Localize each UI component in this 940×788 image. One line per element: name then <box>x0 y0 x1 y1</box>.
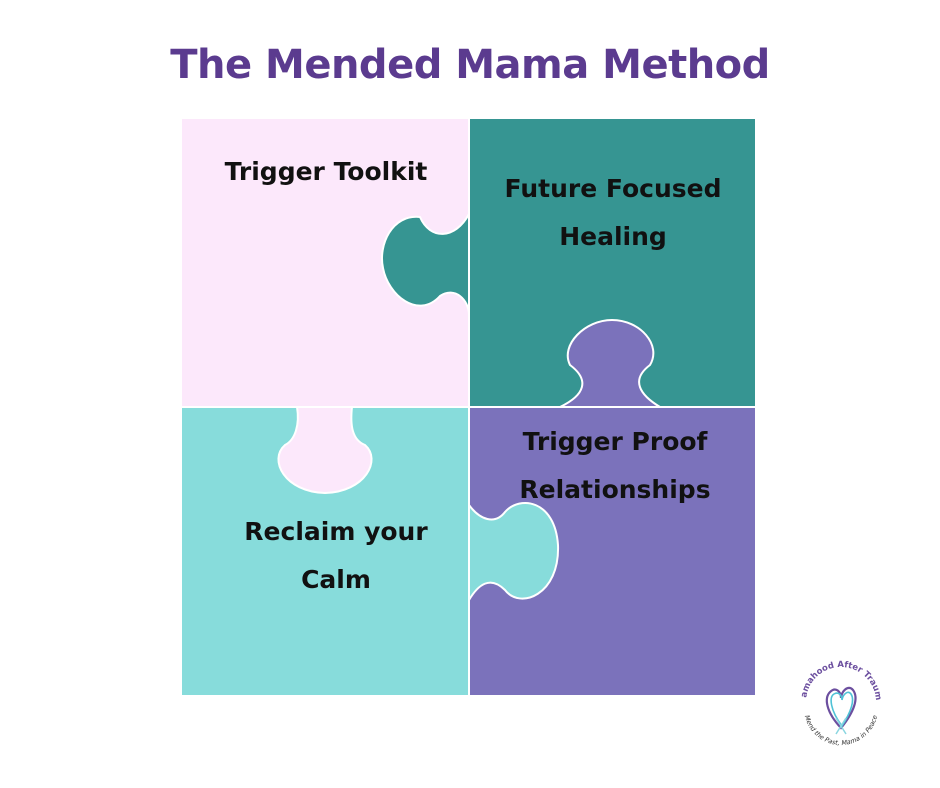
knob-trigger-proof-top <box>560 320 660 407</box>
mamahood-after-trauma-logo: Mamahood After Trauma Mend the Past, Mam… <box>796 650 883 747</box>
label-trigger-proof-relationships: Trigger Proof Relationships <box>484 418 746 514</box>
label-trigger-proof-line1: Trigger Proof <box>522 427 708 456</box>
label-reclaim-your-calm: Reclaim your Calm <box>206 508 466 604</box>
label-future-focused-healing: Future Focused Healing <box>480 165 746 261</box>
knob-reclaim-calm-right <box>469 502 559 600</box>
label-trigger-toolkit-text: Trigger Toolkit <box>224 157 428 186</box>
heart-icon <box>825 686 857 735</box>
label-reclaim-line1: Reclaim your <box>244 517 428 546</box>
puzzle-seams <box>182 119 755 695</box>
knob-trigger-toolkit-bottom <box>278 407 372 493</box>
label-trigger-proof-line2: Relationships <box>519 475 711 504</box>
label-reclaim-line2: Calm <box>301 565 371 594</box>
page-title: The Mended Mama Method <box>170 42 770 88</box>
label-trigger-toolkit: Trigger Toolkit <box>196 148 456 196</box>
label-future-focused-line2: Healing <box>559 222 667 251</box>
logo-bottom-text: Mend the Past, Mama in Peace <box>803 714 879 747</box>
label-future-focused-line1: Future Focused <box>504 174 722 203</box>
knob-future-focused-left <box>382 214 469 315</box>
